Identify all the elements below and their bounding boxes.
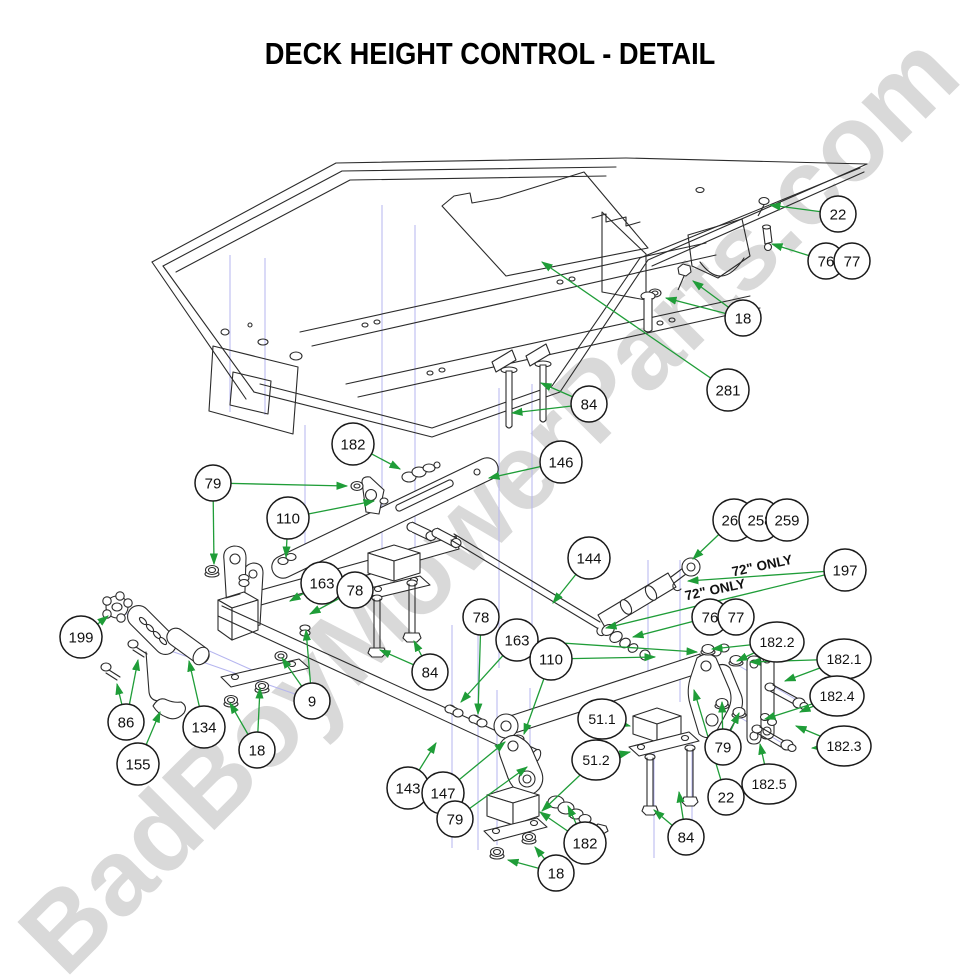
callout-110: 110 bbox=[529, 637, 573, 681]
callout-182: 182 bbox=[331, 422, 375, 466]
callout-259: 259 bbox=[765, 498, 809, 542]
callout-label: 18 bbox=[548, 865, 565, 882]
callout-163: 163 bbox=[495, 618, 539, 662]
callout-label: 79 bbox=[447, 811, 464, 828]
callout-163: 163 bbox=[300, 561, 344, 605]
callout-label: 84 bbox=[422, 664, 439, 681]
callout-label: 79 bbox=[205, 475, 222, 492]
callout-182: 182 bbox=[563, 821, 607, 865]
callout-label: 197 bbox=[832, 562, 857, 579]
leader-line-197 bbox=[686, 569, 846, 585]
callout-182.3: 182.3 bbox=[816, 725, 872, 767]
leader-line-281 bbox=[541, 261, 729, 391]
callout-label: 76 bbox=[818, 253, 835, 270]
callout-22: 22 bbox=[819, 195, 857, 233]
callout-197: 197 bbox=[823, 548, 867, 592]
callout-51.2: 51.2 bbox=[571, 739, 621, 781]
callout-146: 146 bbox=[539, 440, 583, 484]
callout-76: 76 bbox=[691, 598, 729, 636]
callout-label: 110 bbox=[276, 510, 300, 527]
callout-label: 79 bbox=[715, 739, 732, 756]
callout-label: 18 bbox=[249, 742, 266, 759]
callout-label: 182.5 bbox=[751, 776, 786, 792]
callout-77: 77 bbox=[833, 242, 871, 280]
callout-label: 51.1 bbox=[588, 711, 615, 727]
callout-182.4: 182.4 bbox=[809, 675, 865, 717]
callout-label: 182.1 bbox=[826, 651, 861, 667]
callout-label: 259 bbox=[774, 512, 799, 529]
callout-22: 22 bbox=[707, 778, 745, 816]
callout-label: 86 bbox=[118, 714, 135, 731]
callout-label: 147 bbox=[430, 785, 455, 802]
diagram-title-text: DECK HEIGHT CONTROL - DETAIL bbox=[264, 36, 716, 71]
callout-281: 281 bbox=[706, 368, 750, 412]
callout-label: 182 bbox=[572, 835, 597, 852]
callout-134: 134 bbox=[182, 705, 226, 749]
callout-182.1: 182.1 bbox=[816, 638, 872, 680]
callout-78: 78 bbox=[462, 598, 500, 636]
callout-label: 163 bbox=[309, 575, 334, 592]
center-upper-block bbox=[365, 544, 431, 658]
callout-18: 18 bbox=[238, 731, 276, 769]
callout-label: 9 bbox=[308, 693, 316, 710]
callout-label: 146 bbox=[548, 454, 573, 471]
callout-label: 77 bbox=[728, 609, 745, 626]
frame-hardware bbox=[640, 196, 773, 333]
callout-label: 144 bbox=[576, 550, 601, 567]
callout-9: 9 bbox=[293, 682, 331, 720]
callout-79: 79 bbox=[704, 728, 742, 766]
callout-label: 51.2 bbox=[582, 752, 609, 768]
upper-link-assembly bbox=[229, 457, 499, 613]
callout-label: 182 bbox=[340, 436, 365, 453]
callout-84: 84 bbox=[411, 653, 449, 691]
handle-assembly bbox=[100, 591, 210, 720]
callout-182.2: 182.2 bbox=[749, 621, 805, 663]
callout-label: 182.3 bbox=[826, 738, 861, 754]
callout-label: 76 bbox=[702, 609, 719, 626]
callout-label: 163 bbox=[504, 632, 529, 649]
callout-144: 144 bbox=[567, 536, 611, 580]
callout-label: 182.2 bbox=[759, 634, 794, 650]
callout-label: 22 bbox=[830, 206, 847, 223]
callout-86: 86 bbox=[107, 703, 145, 741]
callout-18: 18 bbox=[724, 299, 762, 337]
callout-label: 77 bbox=[844, 253, 861, 270]
callout-label: 199 bbox=[68, 629, 93, 646]
deck-frame bbox=[151, 157, 868, 438]
callout-label: 110 bbox=[539, 651, 563, 668]
callout-143: 143 bbox=[386, 766, 430, 810]
callout-79: 79 bbox=[194, 464, 232, 502]
callout-label: 155 bbox=[125, 756, 150, 773]
right-pivot-assembly bbox=[628, 643, 809, 816]
diagram-title: DECK HEIGHT CONTROL - DETAIL bbox=[0, 36, 980, 72]
callout-18: 18 bbox=[537, 854, 575, 892]
callout-182.5: 182.5 bbox=[741, 763, 797, 805]
callout-label: 22 bbox=[718, 789, 735, 806]
leader-line-79 bbox=[212, 481, 349, 490]
callout-label: 84 bbox=[581, 396, 598, 413]
callout-77: 77 bbox=[717, 598, 755, 636]
callout-label: 182.4 bbox=[819, 688, 854, 704]
callout-110: 110 bbox=[266, 496, 310, 540]
callout-label: 18 bbox=[735, 310, 752, 327]
center-bottom-assembly bbox=[444, 704, 609, 860]
callout-label: 143 bbox=[395, 780, 420, 797]
callout-label: 78 bbox=[473, 609, 490, 626]
callout-84: 84 bbox=[667, 818, 705, 856]
callout-78: 78 bbox=[336, 571, 374, 609]
leader-line-197 bbox=[604, 569, 846, 630]
callout-84: 84 bbox=[570, 385, 608, 423]
callout-label: 84 bbox=[678, 829, 695, 846]
callout-51.1: 51.1 bbox=[577, 698, 627, 740]
callout-label: 281 bbox=[715, 382, 740, 399]
callout-label: 78 bbox=[347, 582, 364, 599]
deck-hanger-rods bbox=[491, 343, 552, 429]
callout-label: 134 bbox=[191, 719, 216, 736]
callout-79: 79 bbox=[436, 800, 474, 838]
callout-155: 155 bbox=[116, 742, 160, 786]
callout-199: 199 bbox=[59, 615, 103, 659]
